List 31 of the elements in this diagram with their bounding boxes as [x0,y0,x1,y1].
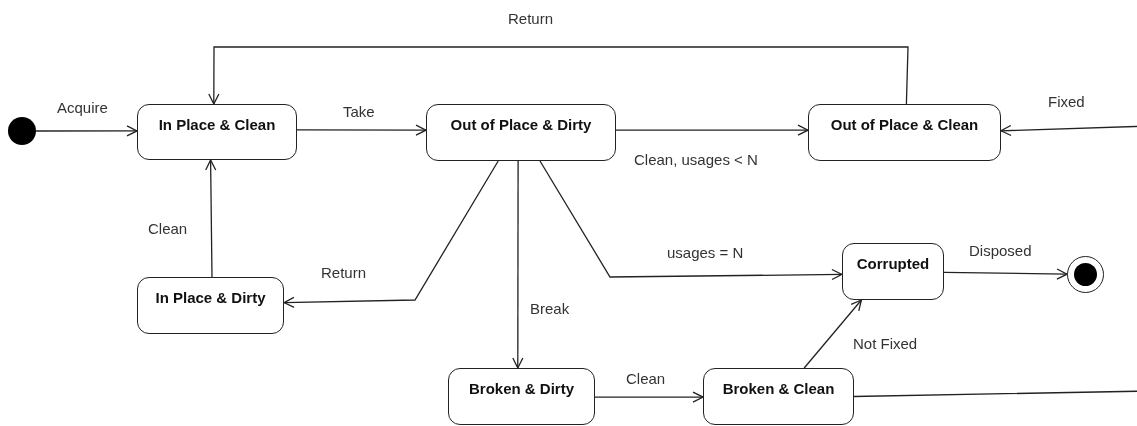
transition-arrow [296,124,427,136]
transition-arrow [943,268,1068,280]
state-name: Out of Place & Dirty [449,115,593,133]
transition-arrow [539,160,843,281]
transition-arrow [853,124,1137,398]
transition-arrow [615,124,809,136]
transition-arrow [208,46,909,105]
state-box [703,368,854,425]
transition-arrow [283,160,499,309]
transition-arrow [35,125,138,137]
state-name: Corrupted [855,254,931,272]
initial-state [8,117,36,145]
state-box [448,368,595,425]
state-box [842,243,944,300]
transition-arrow [594,391,704,403]
state-name: Out of Place & Clean [829,115,980,133]
edge-label: Disposed [967,242,1034,260]
state-name: Broken & Clean [721,379,836,397]
state-name: Broken & Dirty [468,379,575,397]
edge-label: Clean, usages < N [632,151,760,169]
edge-label: Acquire [55,99,110,117]
state-name: In Place & Dirty [154,288,267,306]
transition-arrow [803,299,863,369]
state-box [808,104,1001,161]
transition-arrow [512,160,524,369]
state-box [137,277,284,334]
transition-arrow [205,159,217,278]
state-name: In Place & Clean [157,115,277,133]
state-box [137,104,297,160]
state-box [426,104,616,161]
final-state [1067,256,1104,293]
